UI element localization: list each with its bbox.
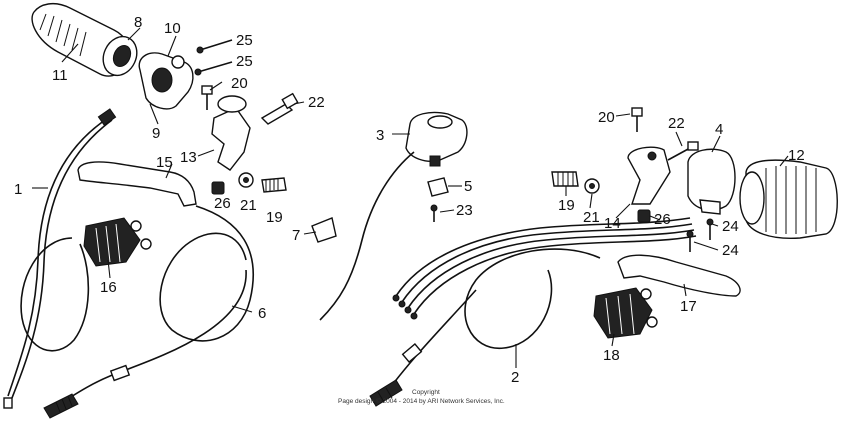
callout-12: 12 [788,147,805,164]
bolt-22-left [260,92,299,125]
callout-25-lower: 25 [236,53,253,70]
callout-5: 5 [464,178,472,195]
callout-26-left: 26 [214,195,231,212]
callout-13: 13 [180,149,197,166]
screw-23 [430,204,438,222]
callout-19-left: 19 [266,209,283,226]
callout-22-right: 22 [668,115,685,132]
screw-25-lower [194,61,233,76]
callout-11: 11 [52,67,68,84]
callout-16: 16 [100,279,117,296]
wire-harness [392,217,697,320]
clip-5 [427,177,449,197]
callout-8: 8 [134,14,142,31]
callout-15: 15 [156,154,173,171]
callout-7: 7 [292,227,300,244]
clutch-cable-6 [43,205,255,419]
switch-housing-3 [405,111,468,167]
bolt-20-left [201,85,213,110]
nut-26-left [211,181,225,195]
callout-21-right: 21 [583,209,600,226]
leader-lines [32,27,789,368]
callout-4: 4 [715,121,723,138]
washer-21-left [238,172,254,188]
pivot-bolt-19-right [551,171,579,187]
callout-26-right: 26 [654,211,671,228]
throttle-housing [138,52,194,110]
callout-18: 18 [603,347,620,364]
callout-20-right: 20 [598,109,615,126]
callout-labels: 1 2 3 4 5 6 7 8 9 10 11 12 13 14 15 16 1… [14,14,805,386]
callout-14: 14 [604,215,621,232]
switch-cable [319,151,415,321]
lever-bracket-13 [211,95,251,171]
grip-12 [739,159,838,240]
copyright-line-2: Page design © 2004 - 2014 by ARI Network… [338,397,505,405]
callout-2: 2 [511,369,519,386]
callout-24-lower: 24 [722,242,739,259]
screw-25-upper [196,39,233,54]
callout-24-upper: 24 [722,218,739,235]
clutch-lever-17 [617,254,741,297]
bolt-20-right [631,107,643,132]
clutch-switch-18 [593,287,658,339]
callout-10: 10 [164,20,181,37]
brake-lever-15 [77,161,197,207]
washer-21-right [584,178,600,194]
callout-6: 6 [258,305,266,322]
callout-20-left: 20 [231,75,248,92]
throttle-cable-1 [3,108,117,409]
nut-26-right [637,209,651,223]
clutch-cable-2 [369,248,601,407]
throttle-grip [31,2,138,77]
callout-23: 23 [456,202,473,219]
screws-24 [686,218,714,252]
callout-21-left: 21 [240,197,257,214]
brake-switch-16 [83,217,152,267]
callout-9: 9 [152,125,160,142]
callout-1: 1 [14,181,22,198]
throttle-cable-loop [20,237,90,352]
lever-bracket-14 [627,146,671,205]
bolt-22-right [667,141,699,161]
callout-25-upper: 25 [236,32,253,49]
callout-3: 3 [376,127,384,144]
pivot-bolt-19-left [261,177,287,193]
switch-housing-4 [687,148,736,215]
callout-19-right: 19 [558,197,575,214]
cable-clip-7 [311,217,337,243]
callout-17: 17 [680,298,697,315]
copyright-line-1: Copyright [412,389,440,396]
callout-22-left: 22 [308,94,325,111]
